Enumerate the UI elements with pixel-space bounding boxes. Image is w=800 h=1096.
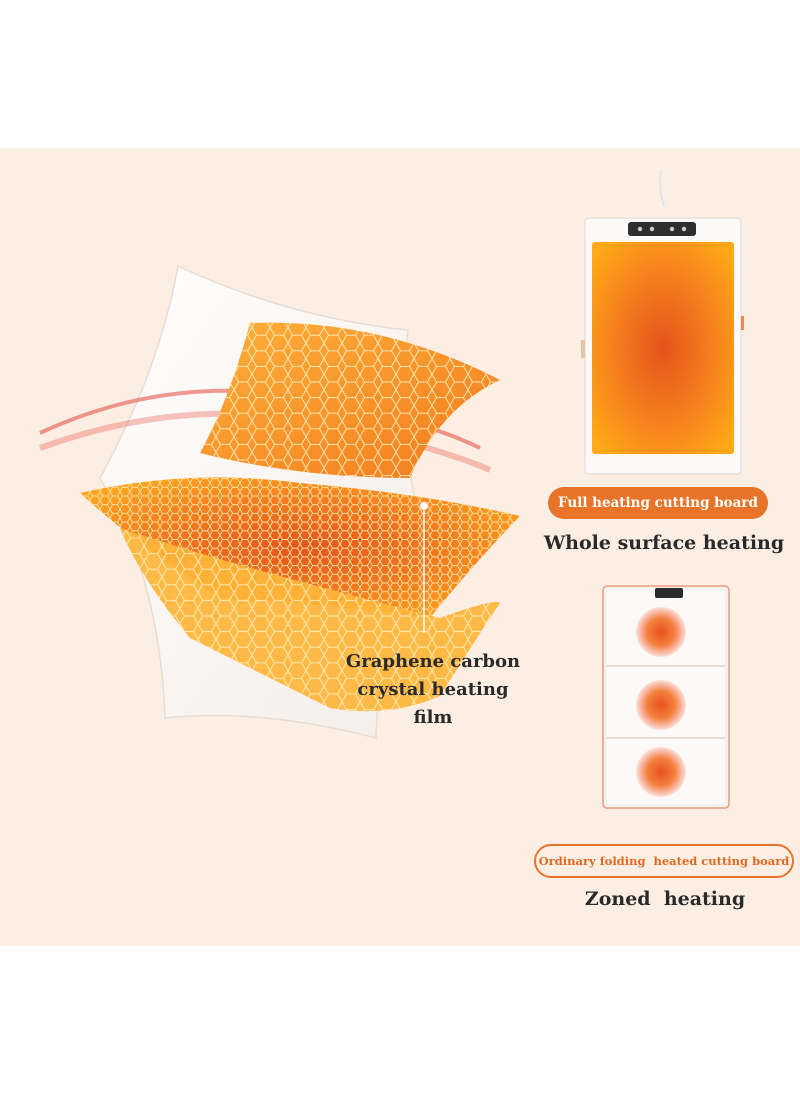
heat-zone-icon (636, 747, 686, 797)
full-heating-board-image (581, 169, 744, 475)
folding-board-subtitle: Zoned heating (584, 888, 746, 910)
full-board-subtitle: Whole surface heating (543, 532, 785, 554)
heat-zone-icon (636, 680, 686, 730)
film-caption-line-1: Graphene carbon (345, 651, 521, 672)
control-panel-icon (628, 222, 696, 236)
heating-film-layers-icon (38, 264, 520, 739)
power-cord-icon (659, 169, 665, 207)
full-board-badge: Full heating cutting board (548, 487, 768, 519)
folding-board-badge: Ordinary folding heated cutting board (534, 844, 794, 878)
folding-board-image (602, 585, 730, 809)
control-panel-icon (655, 588, 683, 598)
film-caption-line-2: crystal heating film (357, 679, 509, 728)
heat-zone-icon (636, 607, 686, 657)
product-comparison-panel: Graphene carbon crystal heating film Ful… (0, 148, 800, 946)
film-caption: Graphene carbon crystal heating film (338, 648, 528, 732)
product-illustration (38, 169, 744, 809)
